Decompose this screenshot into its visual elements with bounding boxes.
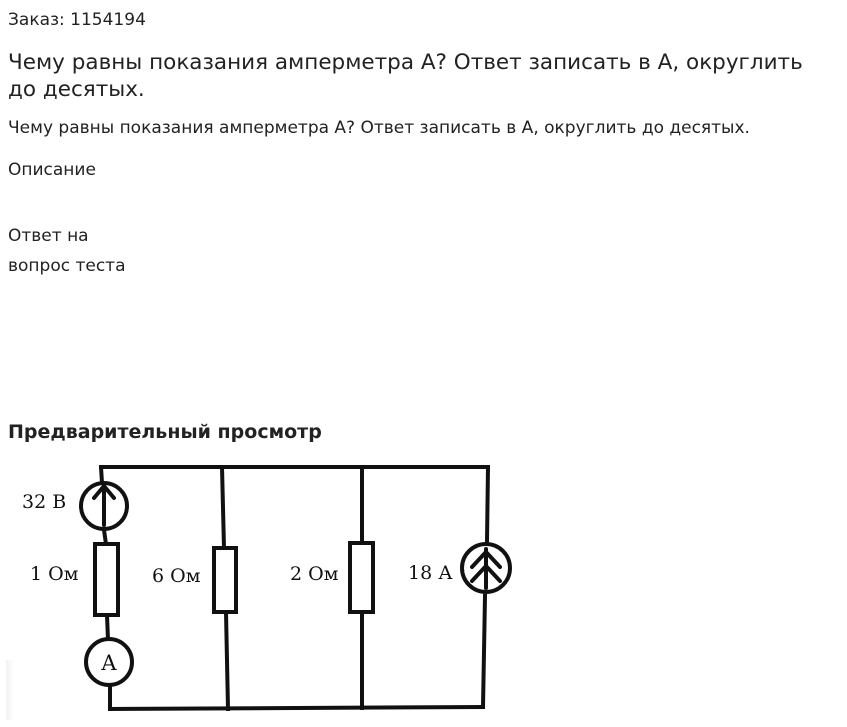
wire-branch-1-mid	[101, 527, 109, 547]
resistor-2-label: 6 Ом	[152, 565, 201, 587]
wire-branch-1-lower	[104, 612, 111, 643]
task-title: Чему равны показания амперметра А? Ответ…	[8, 50, 803, 102]
wire-branch-2-bottom	[223, 609, 231, 712]
resistor-3-label: 2 Ом	[290, 563, 339, 585]
wire-bottom-bus	[107, 704, 486, 712]
wire-branch-4-bottom	[480, 593, 488, 710]
current-source-arrows-icon	[470, 547, 502, 590]
ammeter-label: A	[100, 651, 117, 675]
wire-branch-1-top	[98, 464, 105, 486]
order-number: Заказ: 1154194	[8, 10, 146, 30]
task-question: Чему равны показания амперметра А? Ответ…	[8, 118, 750, 138]
wire-branch-4-top	[484, 464, 491, 544]
answer-label: Ответ на вопрос теста	[8, 221, 168, 281]
preview-edge-shadow	[6, 660, 14, 720]
current-source-label: 18 А	[408, 562, 453, 584]
resistor-1-symbol	[93, 542, 120, 617]
resistor-3-symbol	[348, 541, 375, 614]
resistor-1-label: 1 Ом	[30, 563, 79, 585]
answer-label-line-2: вопрос теста	[8, 256, 126, 276]
resistor-2-symbol	[212, 546, 238, 614]
wire-branch-2-top	[219, 464, 227, 551]
ammeter-symbol	[84, 637, 134, 687]
description-label: Описание	[8, 160, 96, 180]
preview-heading: Предварительный просмотр	[8, 421, 322, 443]
voltage-source-label: 32 В	[22, 491, 66, 513]
answer-label-line-1: Ответ на	[8, 226, 89, 246]
voltage-source-arrow-icon	[92, 484, 116, 527]
circuit-diagram: A 32 В 1 Ом 6 Ом 2 Ом 18 А	[22, 464, 512, 712]
